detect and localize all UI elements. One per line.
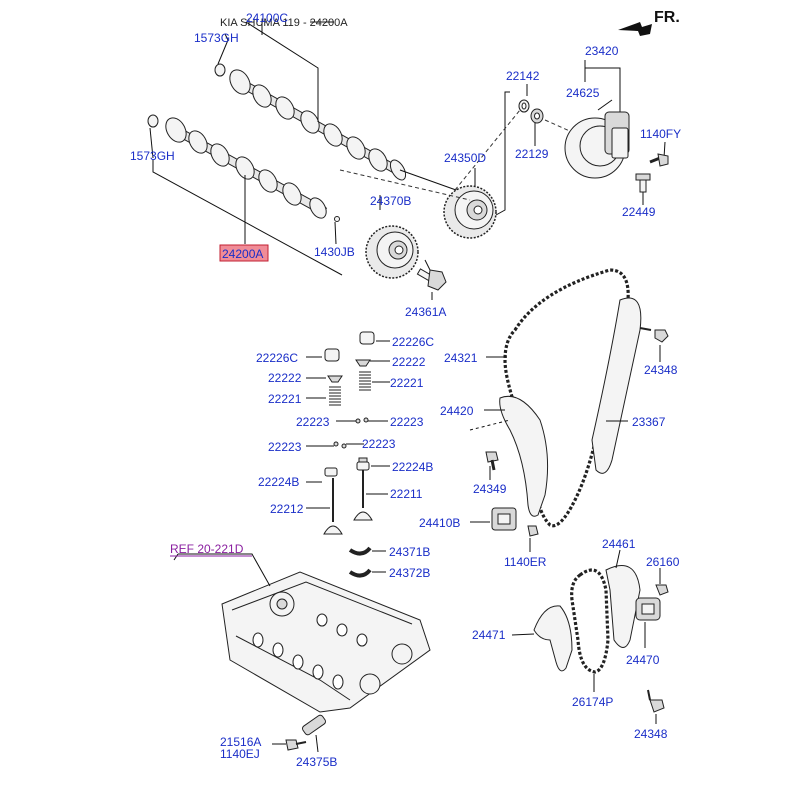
label-22223-a: 22223: [296, 415, 330, 429]
label-1140ej: 1140EJ: [220, 747, 260, 761]
bolt-1140fy[interactable]: [649, 153, 669, 167]
label-1430jb: 1430JB: [314, 245, 355, 259]
seal-ring-22142[interactable]: [518, 99, 530, 113]
bolt-22449[interactable]: [635, 173, 651, 193]
bushing-22129[interactable]: [530, 108, 544, 124]
label-24200a: 24200A: [222, 247, 263, 261]
plug-part-upper[interactable]: [214, 63, 226, 77]
chain-guide-23367[interactable]: [591, 297, 642, 474]
label-22221-left: 22221: [268, 392, 302, 406]
label-22222-left: 22222: [268, 371, 302, 385]
label-1140er: 1140ER: [504, 555, 547, 569]
valve-train-parts[interactable]: [323, 331, 375, 578]
label-22129: 22129: [515, 147, 549, 161]
front-direction-label: FR.: [654, 9, 680, 26]
label-22211: 22211: [390, 487, 423, 501]
label-22223-d: 22223: [362, 437, 396, 451]
tensioner-24470[interactable]: [635, 597, 661, 621]
chain-guide-24461[interactable]: [605, 565, 641, 648]
tensioner-24410b[interactable]: [491, 507, 517, 531]
label-22226c-left: 22226C: [256, 351, 298, 365]
label-24625: 24625: [566, 86, 600, 100]
label-24420: 24420: [440, 404, 474, 418]
label-22223-c: 22223: [268, 440, 302, 454]
camshaft-sprocket-24370b[interactable]: [365, 225, 419, 279]
label-24471: 24471: [472, 628, 506, 642]
label-22142: 22142: [506, 69, 540, 83]
label-24375b: 24375B: [296, 755, 337, 769]
label-24349: 24349: [473, 482, 507, 496]
chain-tensioner-arm-24420[interactable]: [499, 395, 549, 517]
oil-pump-chain-26174p[interactable]: [570, 568, 610, 674]
leader-lines-head: [173, 553, 319, 753]
label-22212: 22212: [270, 502, 304, 516]
plug-part-lower[interactable]: [147, 114, 159, 128]
leader-lines-valve: [306, 340, 390, 573]
label-26160: 26160: [646, 555, 680, 569]
label-24350d: 24350D: [444, 151, 486, 165]
bolt-24349[interactable]: [485, 451, 499, 471]
label-22449: 22449: [622, 205, 656, 219]
timing-chain-24321[interactable]: [503, 268, 630, 528]
label-22224b-right: 22224B: [392, 460, 433, 474]
label-24100c: 24100C: [246, 11, 288, 25]
highlight-24200a: [219, 244, 269, 262]
label-24361a: 24361A: [405, 305, 446, 319]
bolt-24348-bottom[interactable]: [647, 689, 665, 713]
cvvt-sprocket-24350d[interactable]: [443, 185, 497, 239]
label-24371b: 24371B: [389, 545, 430, 559]
label-24321: 24321: [444, 351, 478, 365]
label-24470: 24470: [626, 653, 660, 667]
label-24370b: 24370B: [370, 194, 411, 208]
front-direction-arrow-icon: [618, 22, 652, 36]
camshaft-lower[interactable]: [162, 114, 330, 221]
label-24461: 24461: [602, 537, 636, 551]
bolt-24348-top[interactable]: [639, 327, 669, 343]
label-22224b-left: 22224B: [258, 475, 299, 489]
label-24372b: 24372B: [389, 566, 430, 580]
label-22226c-right: 22226C: [392, 335, 434, 349]
sensor-24375b[interactable]: [301, 714, 327, 736]
label-22221-right: 22221: [390, 376, 424, 390]
label-22223-b: 22223: [390, 415, 424, 429]
label-1140fy: 1140FY: [640, 127, 681, 141]
label-24348-top: 24348: [644, 363, 678, 377]
dashed-guideline: [339, 109, 591, 201]
leader-lines-chain: [469, 345, 661, 552]
label-22222-right: 22222: [392, 355, 426, 369]
label-21516a: 21516A: [220, 735, 261, 749]
label-23420: 23420: [585, 44, 619, 58]
label-26174p: 26174P: [572, 695, 613, 709]
label-24410b: 24410B: [419, 516, 460, 530]
leader-lines-camshaft: [149, 21, 666, 300]
chain-guide-24471[interactable]: [533, 605, 573, 672]
bolt-24361a[interactable]: [416, 268, 447, 291]
bolt-1140ej[interactable]: [285, 739, 307, 751]
label-1573gh-mid: 1573GH: [130, 149, 175, 163]
label-24348-bottom: 24348: [634, 727, 668, 741]
dowel-pin-part[interactable]: [334, 216, 340, 222]
bolt-26160[interactable]: [655, 584, 669, 596]
label-23367: 23367: [632, 415, 666, 429]
leader-lines-lower: [511, 549, 661, 724]
part-labels: 24100C 1573GH 1573GH 24200A 1430JB 24370…: [130, 11, 681, 769]
cylinder-head-assembly[interactable]: [221, 571, 431, 713]
label-1573gh-top: 1573GH: [194, 31, 239, 45]
oil-control-valve-24625[interactable]: [564, 111, 630, 179]
reference-20-221d: REF 20-221D: [170, 542, 244, 556]
camshaft-upper[interactable]: [226, 66, 409, 182]
bolt-1140er[interactable]: [527, 525, 539, 537]
